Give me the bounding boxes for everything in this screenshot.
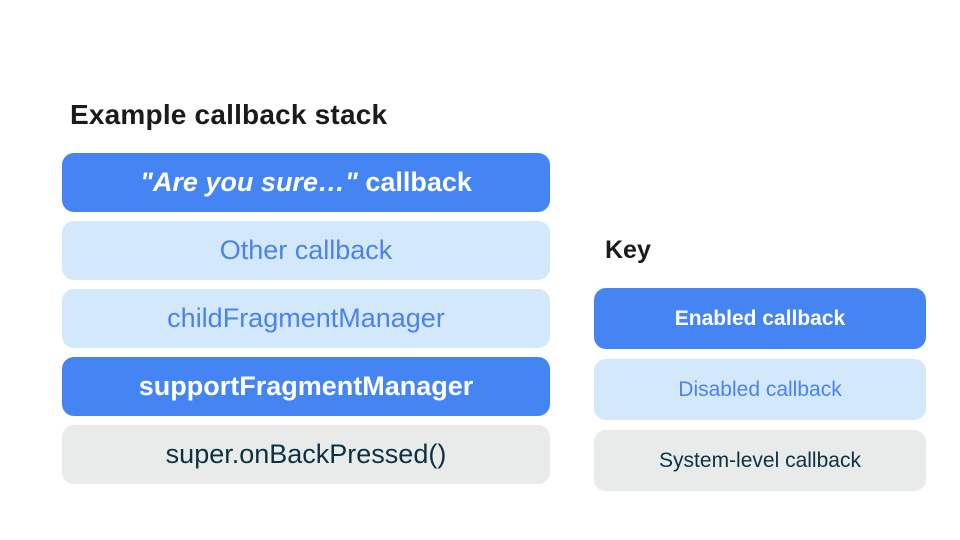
stack-title: Example callback stack (70, 99, 388, 130)
stack-box-label-quoted: "Are you sure…" (140, 167, 358, 197)
key-item-enabled-callback: Enabled callback (594, 288, 926, 349)
stack-box-other-callback: Other callback (62, 221, 550, 280)
stack-box-supportfragmentmanager: supportFragmentManager (62, 357, 550, 416)
callback-stack: "Are you sure…" callback Other callback … (62, 153, 550, 493)
stack-box-label-rest: callback (365, 167, 472, 197)
stack-box-are-you-sure-callback: "Are you sure…" callback (62, 153, 550, 212)
key-legend: Enabled callback Disabled callback Syste… (594, 288, 926, 501)
key-item-disabled-callback: Disabled callback (594, 359, 926, 420)
key-title: Key (605, 236, 651, 264)
stack-box-childfragmentmanager: childFragmentManager (62, 289, 550, 348)
stack-box-super-onbackpressed: super.onBackPressed() (62, 425, 550, 484)
key-item-system-level-callback: System-level callback (594, 430, 926, 491)
